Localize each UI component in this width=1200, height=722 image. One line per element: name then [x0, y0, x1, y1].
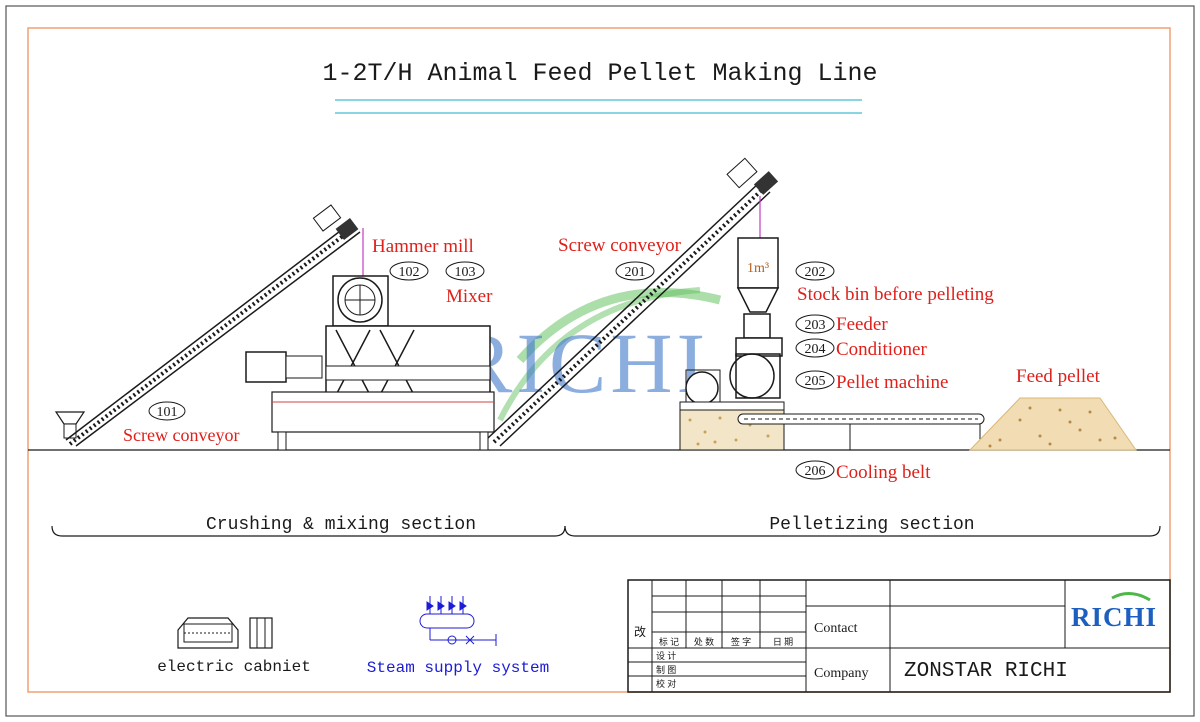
electric-cabinet-symbol: [177, 617, 273, 649]
code-101: 101: [157, 405, 178, 420]
tb-gai: 改: [634, 625, 646, 639]
section-crushing: Crushing & mixing section: [206, 515, 476, 535]
name-204: Conditioner: [836, 339, 927, 360]
pellet-machine-group: [679, 313, 785, 451]
bin-volume: 1m³: [747, 261, 769, 276]
code-203: 203: [805, 318, 826, 333]
mixer-103: [245, 325, 495, 451]
section-pelletizing: Pelletizing section: [769, 515, 974, 535]
richi-logo: RICHI: [1071, 592, 1157, 632]
label-205: 205 Pellet machine: [795, 370, 948, 393]
tb-row-2: 制 图: [656, 664, 676, 675]
drawing-frame: [27, 27, 1171, 693]
label-103: 103 Mixer: [445, 261, 493, 307]
hammer-mill-102: [332, 228, 389, 327]
code-103: 103: [455, 265, 476, 280]
screw-conveyor-201: [487, 157, 779, 447]
name-203: Feeder: [836, 314, 888, 335]
title-block: [627, 579, 1171, 693]
label-206: 206 Cooling belt: [795, 460, 931, 483]
stock-bin-202: 1m³: [736, 237, 780, 313]
steam-supply-symbol: [419, 596, 497, 646]
label-203: 203 Feeder: [795, 314, 888, 335]
name-101: Screw conveyor: [123, 425, 239, 445]
watermark-logo: RICHI: [455, 287, 722, 422]
tb-header-3: 签 字: [731, 636, 751, 647]
tb-header-2: 处 数: [694, 636, 714, 647]
code-201: 201: [625, 265, 646, 280]
diagram-title: 1-2T/H Animal Feed Pellet Making Line: [322, 59, 877, 88]
code-206: 206: [805, 464, 826, 479]
code-102: 102: [399, 265, 420, 280]
name-202: Stock bin before pelleting: [797, 284, 994, 305]
outer-border: [5, 5, 1195, 717]
label-204: 204 Conditioner: [795, 338, 927, 360]
label-102: Hammer mill 102: [372, 236, 474, 281]
tb-company-label: Company: [814, 666, 868, 681]
name-205: Pellet machine: [836, 372, 948, 393]
name-206: Cooling belt: [836, 462, 931, 483]
code-204: 204: [805, 342, 826, 357]
feed-pellet-label: Feed pellet: [1016, 366, 1101, 387]
tb-row-3: 校 对: [656, 678, 676, 689]
cooling-belt-206: [737, 413, 985, 450]
name-103: Mixer: [446, 286, 493, 307]
section-brace-crushing: Crushing & mixing section: [51, 515, 566, 537]
tb-contact-label: Contact: [814, 621, 858, 636]
electric-cabinet-label: electric cabniet: [157, 658, 311, 676]
richi-logo-text: RICHI: [1071, 602, 1157, 632]
label-201: Screw conveyor 201: [558, 235, 682, 281]
tb-header-1: 标 记: [659, 636, 679, 647]
label-202: 202 Stock bin before pelleting: [795, 261, 994, 305]
label-101: 101 Screw conveyor: [123, 401, 239, 445]
tb-row-1: 设 计: [656, 650, 676, 661]
tb-company-name: ZONSTAR RICHI: [904, 660, 1068, 683]
code-205: 205: [805, 374, 826, 389]
name-102: Hammer mill: [372, 236, 474, 257]
tb-header-4: 日 期: [773, 637, 793, 647]
code-202: 202: [805, 265, 826, 280]
name-201: Screw conveyor: [558, 235, 682, 256]
section-brace-pelletizing: Pelletizing section: [564, 515, 1161, 537]
feed-pellet-pile: [968, 397, 1137, 451]
steam-supply-label: Steam supply system: [367, 659, 549, 677]
screw-conveyor-101: [54, 204, 361, 447]
